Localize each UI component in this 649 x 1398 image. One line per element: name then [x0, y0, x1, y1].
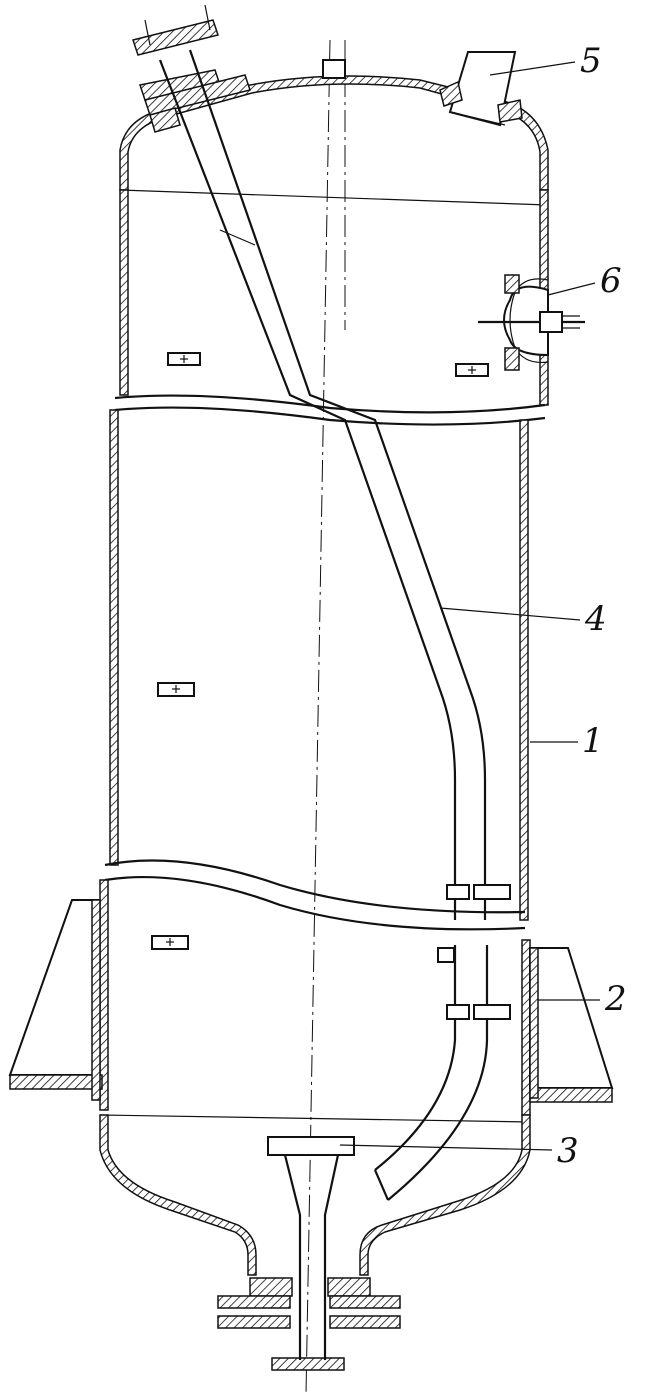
break-line [114, 406, 546, 426]
break-line [104, 876, 526, 931]
shell-wall-bottom-right [521, 939, 531, 1116]
top-tangent-line [119, 189, 549, 206]
fitting-symbol [157, 682, 195, 697]
callout-label-1: 1 [582, 721, 604, 761]
manhole [478, 274, 585, 371]
fitting-symbol [151, 935, 189, 950]
leader-lines [339, 61, 600, 1151]
break-line [104, 859, 526, 914]
inlet-pipe [158, 49, 511, 1201]
fitting-symbol [455, 363, 489, 377]
vessel-center-axis [305, 39, 331, 1396]
callout-label-3: 3 [557, 1131, 579, 1171]
break-line [114, 394, 546, 414]
top-section [119, 4, 585, 406]
callout-label-5: 5 [580, 41, 602, 81]
shell-wall-top-left [119, 189, 129, 396]
bottom-nozzle [267, 1136, 355, 1360]
fitting-symbol [167, 352, 201, 366]
callout-label-6: 6 [600, 261, 622, 301]
top-center-boss [322, 59, 346, 79]
bottom-head [99, 1114, 257, 1276]
callout-label-4: 4 [584, 599, 607, 639]
bottom-tangent-line [99, 1114, 531, 1123]
callout-label-2: 2 [604, 979, 627, 1019]
inlet-flange-top [132, 4, 251, 133]
shell-wall-mid-left [109, 409, 119, 866]
support-lugs [8, 899, 614, 1103]
shell-wall-mid-right [519, 419, 529, 921]
bottom-section [8, 879, 614, 1371]
top-right-nozzle [439, 51, 523, 127]
